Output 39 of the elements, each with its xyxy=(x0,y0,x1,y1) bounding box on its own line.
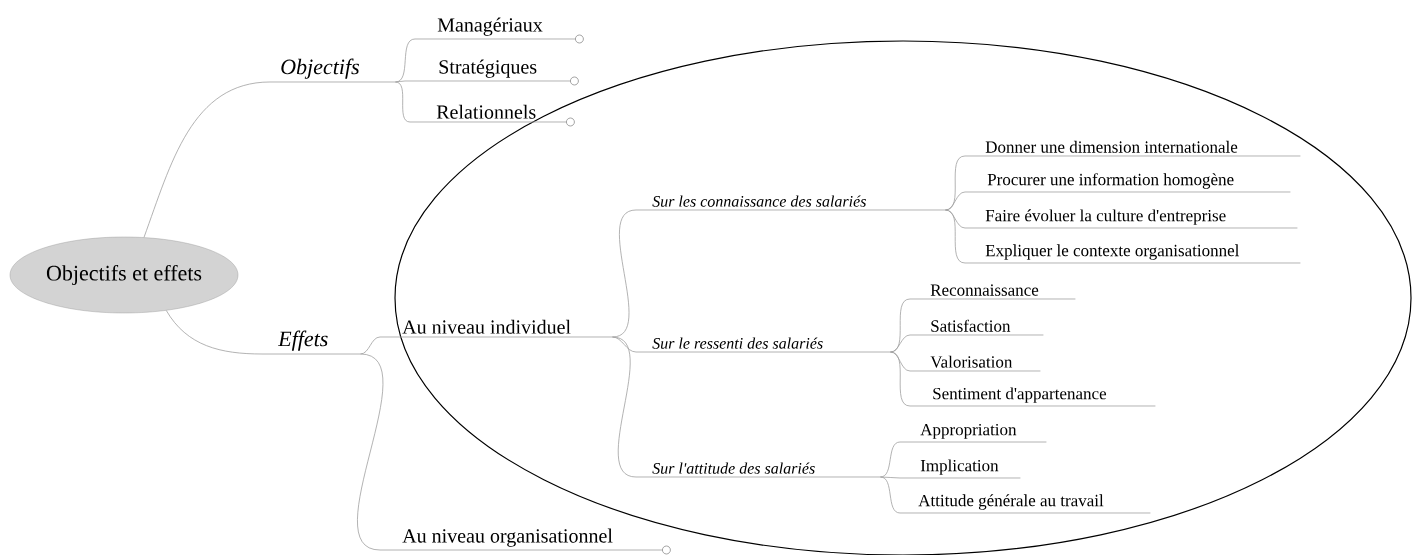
branch-line xyxy=(880,476,901,479)
branch-line xyxy=(357,353,384,551)
topic-label: Managériaux xyxy=(414,17,584,44)
topic-label: Relationnels xyxy=(409,104,575,127)
topic-label: Donner une dimension internationale xyxy=(964,140,1301,157)
branch-line xyxy=(165,310,263,355)
topic-label: Objectifs xyxy=(269,58,396,83)
topic-label: Procurer une information homogène xyxy=(964,173,1291,193)
branch-line xyxy=(890,351,911,372)
topic-label: Sur l'attitude des salariés xyxy=(635,462,881,478)
topic-label: Sur les connaissance des salariés xyxy=(635,195,946,211)
branch-line xyxy=(945,209,966,229)
branch-line xyxy=(880,441,901,478)
topic-label: Faire évoluer la culture d'entreprise xyxy=(964,209,1298,229)
branch-line xyxy=(612,336,637,478)
topic-label: Au niveau organisationnel xyxy=(379,528,671,555)
branch-line xyxy=(395,80,406,83)
branch-line xyxy=(143,81,271,238)
topic-label: Implication xyxy=(899,459,1021,479)
topic-label: Stratégiques xyxy=(404,59,579,86)
branch-line xyxy=(945,209,966,264)
branch-line xyxy=(612,209,637,338)
topic-label: Effets xyxy=(261,330,361,355)
topic-label: Valorisation xyxy=(909,355,1041,372)
branch-line xyxy=(880,476,901,514)
topic-label: Au niveau individuel xyxy=(379,319,613,338)
topic-label: Sur le ressenti des salariés xyxy=(635,337,891,353)
branch-line xyxy=(360,336,381,355)
topic-label: Appropriation xyxy=(899,423,1047,443)
branch-line xyxy=(890,334,911,353)
topic-label: Expliquer le contexte organisationnel xyxy=(964,244,1301,264)
topic-label: Attitude générale au travail xyxy=(899,494,1151,514)
branch-line xyxy=(395,81,411,123)
branch-line xyxy=(945,191,966,211)
branch-line xyxy=(395,38,416,83)
topic-label: Reconnaissance xyxy=(909,284,1076,300)
topic-label: Sentiment d'appartenance xyxy=(909,387,1156,407)
branch-line xyxy=(890,351,911,407)
topic-label: Satisfaction xyxy=(909,319,1044,336)
